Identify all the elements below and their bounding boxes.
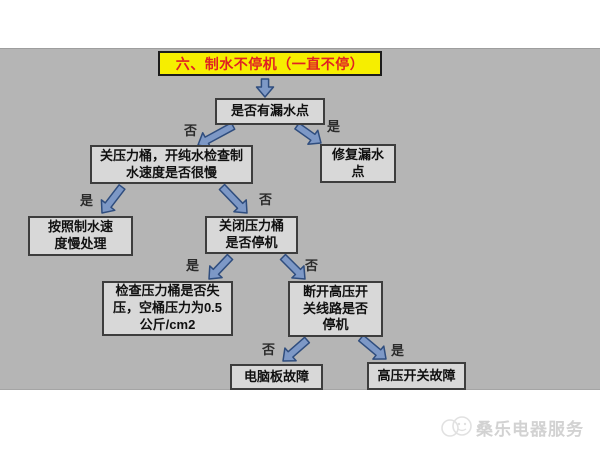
edge-label-yes-slow: 是: [80, 193, 94, 208]
node-close-tank-check-speed: 关压力桶，开纯水检查制 水速度是否很慢: [90, 145, 253, 184]
flowchart-title-text: 六、制水不停机（一直不停）: [175, 55, 365, 72]
edge-label-no-leak: 否: [184, 123, 198, 138]
edge-label-yes-tank-stop: 是: [186, 258, 200, 273]
edge-label-yes-disconnect: 是: [391, 343, 405, 358]
node-hp-switch-fault: 高压开关故障: [367, 362, 466, 390]
watermark-text: 桑乐电器服务: [476, 419, 584, 439]
node-board-fault: 电脑板故障: [230, 364, 323, 390]
edge-label-no-disconnect: 否: [262, 342, 276, 357]
node-leak-check: 是否有漏水点: [215, 98, 325, 125]
flowchart-title: 六、制水不停机（一直不停）: [158, 51, 382, 76]
edge-label-no-tank-stop: 否: [305, 258, 319, 273]
watermark: 桑乐电器服务: [440, 411, 584, 443]
edge-label-yes-leak: 是: [327, 119, 341, 134]
node-check-tank-pressure: 检查压力桶是否失 压，空桶压力为0.5 公斤/cm2: [102, 281, 233, 336]
edge-label-no-slow: 否: [259, 192, 273, 207]
node-slow-speed-handling: 按照制水速 度慢处理: [28, 216, 133, 256]
node-fix-leak: 修复漏水 点: [320, 144, 396, 183]
watermark-logo-icon: [441, 416, 472, 437]
node-close-tank-stop-check: 关闭压力桶 是否停机: [205, 216, 298, 254]
node-disconnect-hp-switch: 断开高压开 关线路是否 停机: [288, 281, 383, 337]
